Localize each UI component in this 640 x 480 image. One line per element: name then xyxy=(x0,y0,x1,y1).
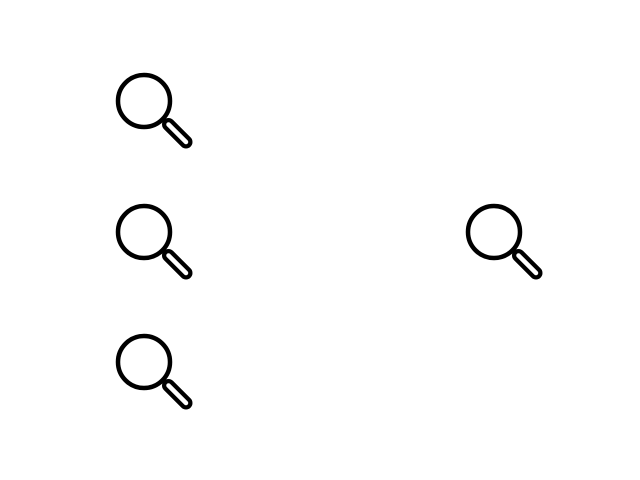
search-icon[interactable] xyxy=(458,195,548,285)
search-icon-glyph xyxy=(115,203,193,280)
search-icon-glyph xyxy=(465,203,543,280)
search-icon[interactable] xyxy=(108,195,198,285)
search-icon-glyph xyxy=(115,72,193,149)
search-icon[interactable] xyxy=(108,325,198,415)
search-icon-glyph xyxy=(115,333,193,410)
search-icon[interactable] xyxy=(108,64,198,154)
